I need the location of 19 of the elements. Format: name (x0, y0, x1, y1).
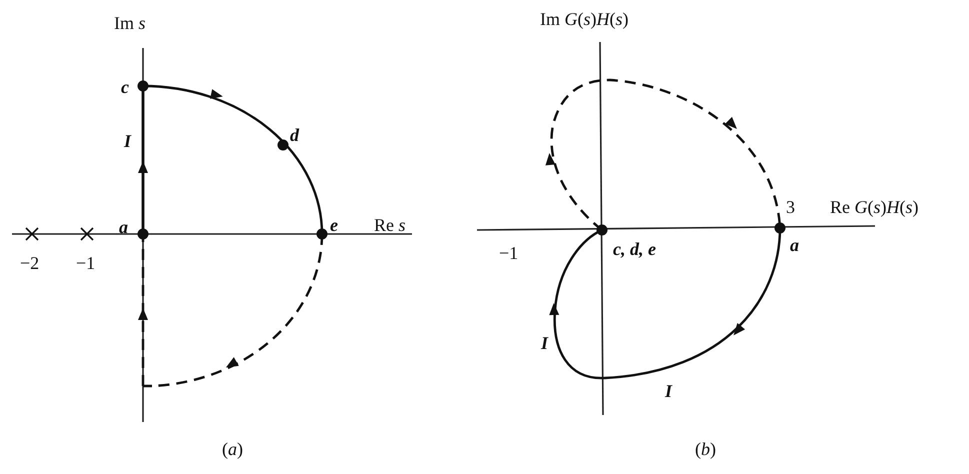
point-label: c (121, 78, 129, 96)
point-label: a (119, 218, 128, 236)
point-label: e (330, 216, 338, 234)
tick-label: −1 (76, 254, 96, 272)
point-label: I (665, 382, 672, 400)
axis-label: Im G(s)H(s) (540, 10, 629, 28)
point-label: I (124, 132, 132, 150)
panel-caption: (b) (695, 440, 716, 458)
tick-label: 3 (786, 198, 795, 216)
tick-label: −2 (20, 254, 40, 272)
tick-label: −1 (499, 244, 518, 262)
axis-label: Re s (374, 216, 406, 234)
point-label: d (290, 126, 299, 144)
point-label: c, d, e (613, 240, 656, 258)
panel-caption: (a) (222, 440, 243, 458)
point-label: I (541, 334, 548, 352)
axis-label: Re G(s)H(s) (830, 198, 919, 216)
point-label: a (790, 236, 799, 254)
axis-label: Im s (114, 14, 146, 32)
